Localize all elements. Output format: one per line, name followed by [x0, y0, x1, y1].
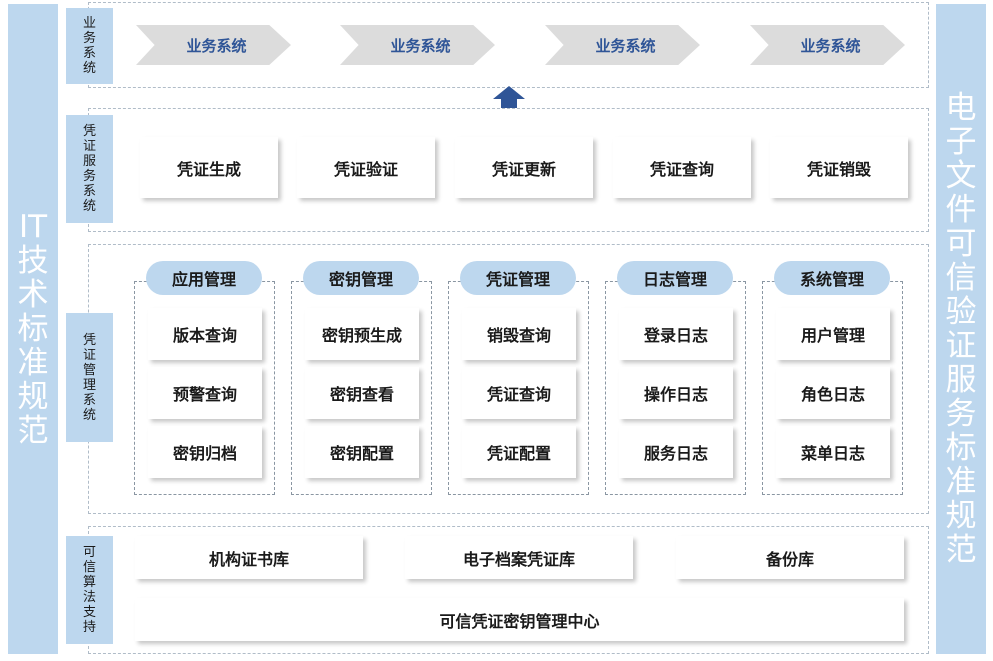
backup-library-card: 备份库 [676, 536, 904, 579]
voucher-generate-card: 凭证生成 [140, 137, 278, 198]
app-management-title: 应用管理 [146, 261, 262, 295]
key-management-title: 密钥管理 [303, 261, 419, 295]
archive-voucher-library-card: 电子档案凭证库 [405, 536, 633, 579]
group-item-card: 用户管理 [776, 308, 890, 360]
trusted-algorithm-layer-label: 可信算法支持 [66, 536, 113, 644]
group-item-card: 登录日志 [619, 308, 733, 360]
business-system-chevron: 业务系统 [545, 25, 700, 65]
group-item-card: 角色日志 [776, 367, 890, 419]
group-item-card: 操作日志 [619, 367, 733, 419]
trusted-verification-standards-label: 电子文件可信验证服务标准规范 [945, 90, 977, 568]
voucher-verify-card: 凭证验证 [297, 137, 435, 198]
trusted-algorithm-layer-label-text: 可信算法支持 [82, 545, 96, 635]
log-management-title: 日志管理 [617, 261, 733, 295]
group-item-card: 凭证配置 [462, 426, 576, 478]
business-layer-label-text: 业务系统 [82, 16, 96, 76]
business-system-chevron: 业务系统 [340, 25, 495, 65]
group-item-card: 服务日志 [619, 426, 733, 478]
group-item-card: 版本查询 [148, 308, 262, 360]
business-system-chevron: 业务系统 [750, 25, 905, 65]
group-item-card: 密钥查看 [305, 367, 419, 419]
group-item-card: 销毁查询 [462, 308, 576, 360]
group-item-card: 预警查询 [148, 367, 262, 419]
group-item-card: 密钥配置 [305, 426, 419, 478]
it-standards-bar: IT技术标准规范 [8, 4, 58, 654]
business-system-chevron: 业务系统 [136, 25, 291, 65]
voucher-management-layer-label: 凭证管理系统 [66, 313, 113, 442]
business-layer-label: 业务系统 [66, 8, 113, 84]
org-certificate-library-card: 机构证书库 [135, 536, 363, 579]
it-standards-label: IT技术标准规范 [17, 209, 49, 449]
trusted-verification-standards-bar: 电子文件可信验证服务标准规范 [936, 4, 986, 654]
group-item-card: 密钥归档 [148, 426, 262, 478]
group-item-card: 密钥预生成 [305, 308, 419, 360]
group-item-card: 凭证查询 [462, 367, 576, 419]
key-management-center-card: 可信凭证密钥管理中心 [135, 598, 904, 641]
voucher-service-layer-label-text: 凭证服务系统 [82, 124, 96, 214]
voucher-destroy-card: 凭证销毁 [770, 137, 908, 198]
up-arrow-icon [493, 86, 525, 110]
system-management-title: 系统管理 [774, 261, 890, 295]
group-item-card: 菜单日志 [776, 426, 890, 478]
voucher-management-layer-label-text: 凭证管理系统 [82, 332, 96, 423]
voucher-update-card: 凭证更新 [455, 137, 593, 198]
voucher-service-layer-label: 凭证服务系统 [66, 115, 113, 223]
voucher-query-card: 凭证查询 [613, 137, 751, 198]
voucher-management-title: 凭证管理 [460, 261, 576, 295]
